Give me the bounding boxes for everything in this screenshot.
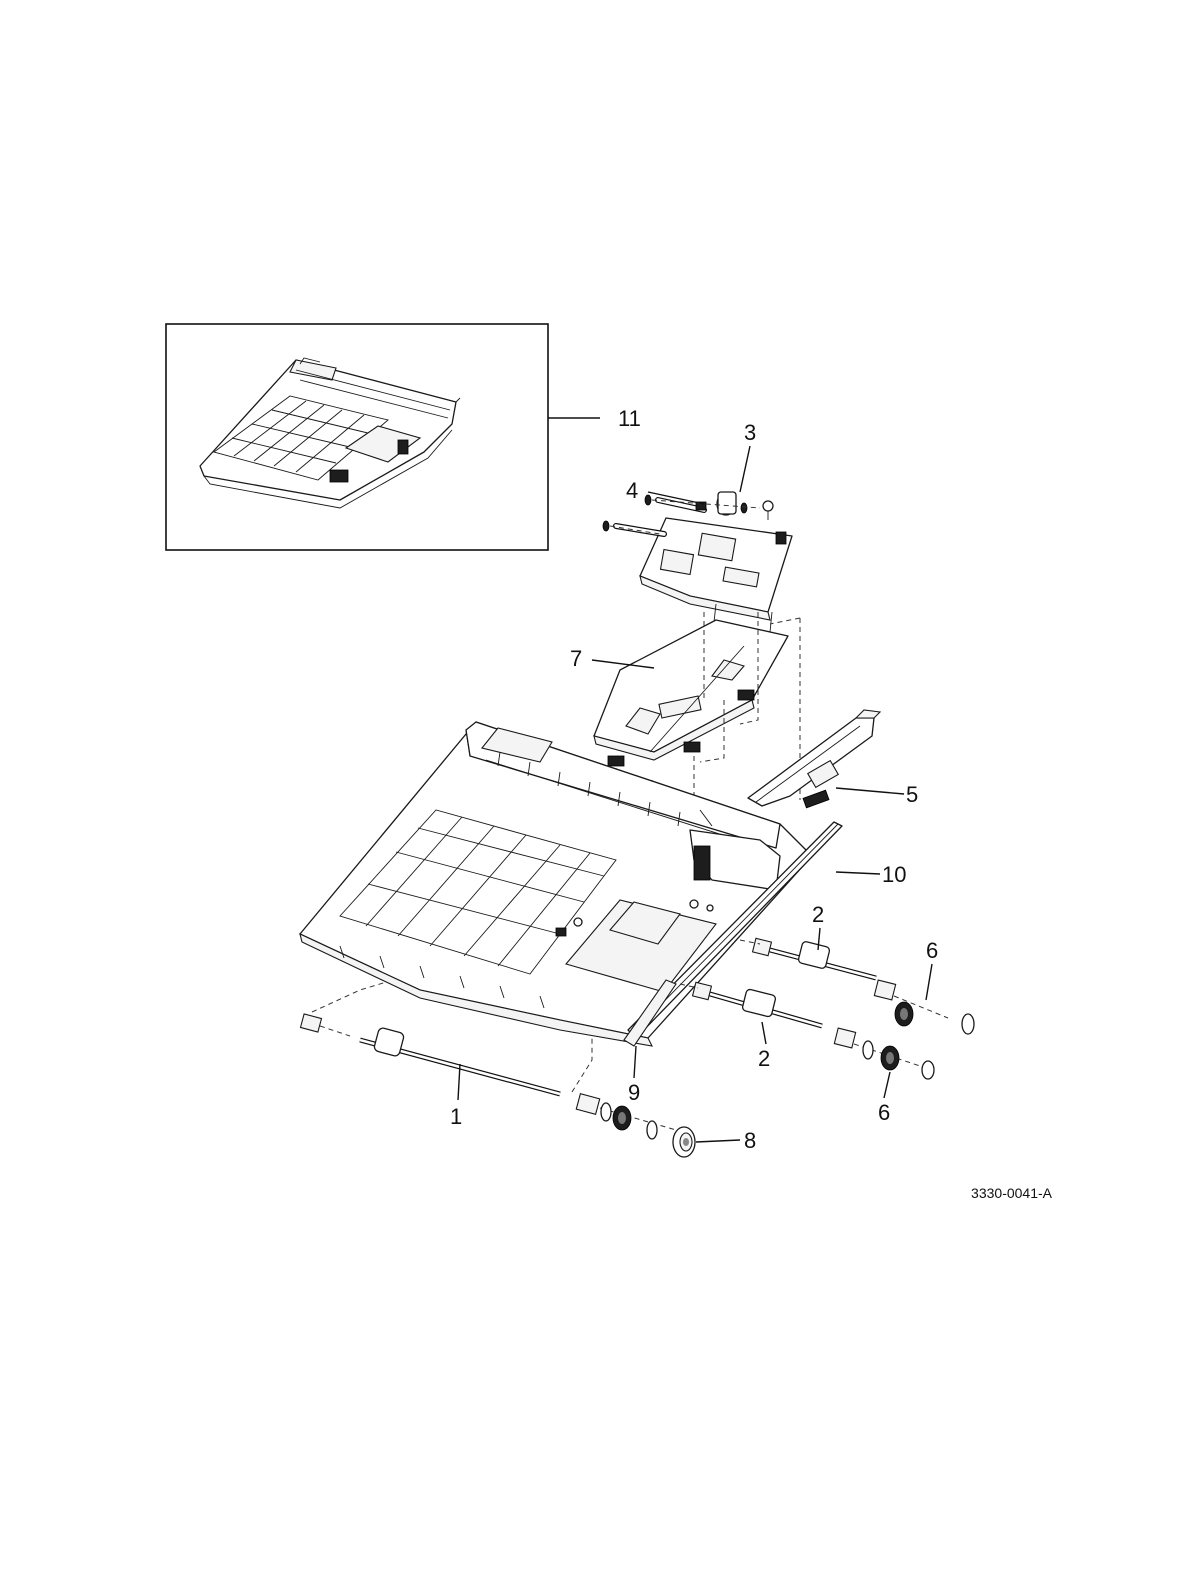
gear-front bbox=[613, 1106, 631, 1130]
gear-lower bbox=[881, 1046, 899, 1070]
e-clip-lower bbox=[922, 1061, 934, 1079]
washer-lower bbox=[863, 1041, 873, 1059]
callout-2-upper: 2 bbox=[812, 902, 824, 927]
callout-5: 5 bbox=[906, 782, 918, 807]
callout-7: 7 bbox=[570, 646, 582, 671]
gear-upper bbox=[895, 1002, 913, 1026]
callout-8: 8 bbox=[744, 1128, 756, 1153]
e-clip-front bbox=[647, 1121, 657, 1139]
callout-10: 10 bbox=[882, 862, 906, 887]
callout-6-upper: 6 bbox=[926, 938, 938, 963]
inset-assembly-view bbox=[166, 324, 548, 550]
side-guide-rail bbox=[748, 710, 880, 808]
callout-2-lower: 2 bbox=[758, 1046, 770, 1071]
e-clip-upper bbox=[962, 1014, 974, 1034]
main-tray-base bbox=[300, 722, 812, 1046]
callout-6-lower: 6 bbox=[878, 1100, 890, 1125]
callout-1: 1 bbox=[450, 1104, 462, 1129]
bearing bbox=[673, 1127, 695, 1157]
callout-4: 4 bbox=[626, 478, 638, 503]
cover-plate bbox=[594, 620, 788, 766]
washer-front bbox=[601, 1103, 611, 1121]
document-id: 3330-0041-A bbox=[971, 1185, 1053, 1201]
callout-11: 11 bbox=[618, 406, 641, 431]
roller-small bbox=[717, 492, 736, 515]
callout-9: 9 bbox=[628, 1080, 640, 1105]
callout-3: 3 bbox=[744, 420, 756, 445]
